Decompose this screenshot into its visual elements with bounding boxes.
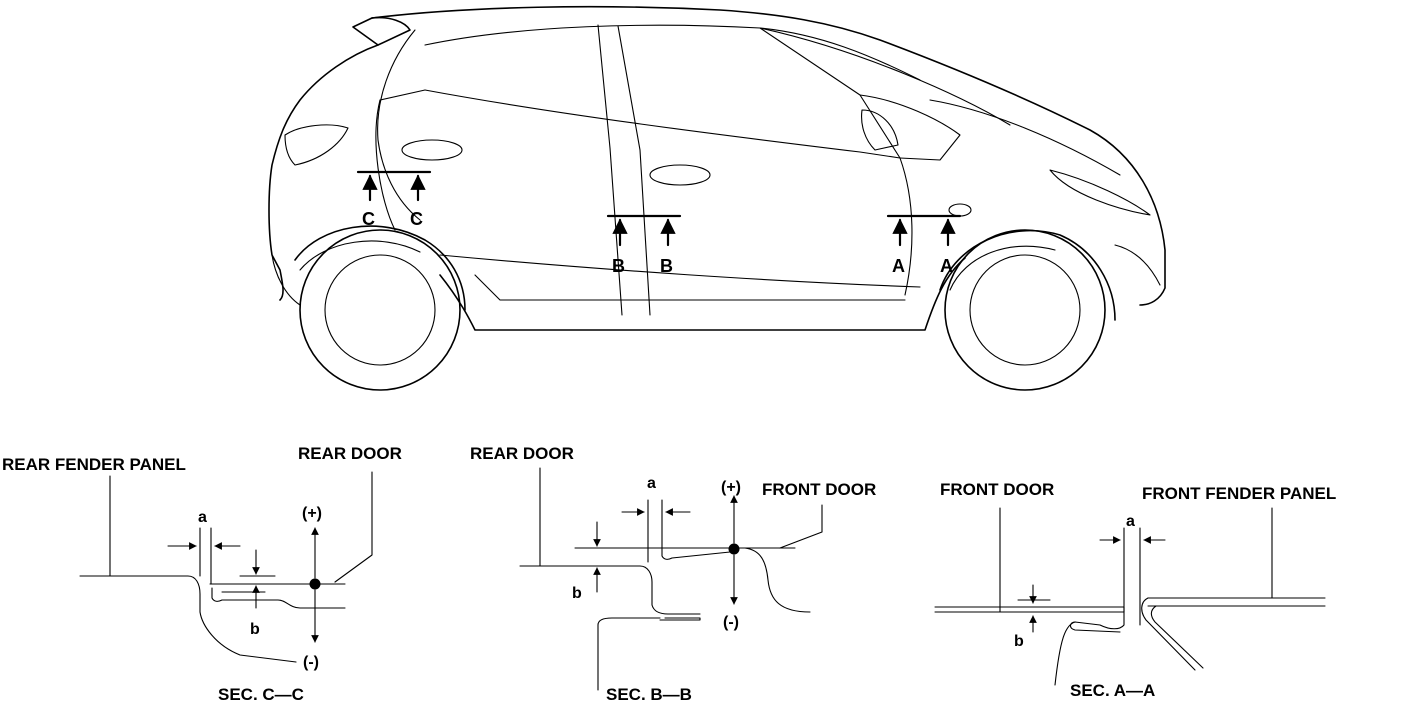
c-caption: SEC. C—C — [218, 685, 304, 704]
c-right-label: C — [410, 209, 423, 229]
a-left-label: A — [892, 256, 905, 276]
b-a-label: a — [647, 475, 656, 492]
b-caption: SEC. B—B — [606, 685, 692, 704]
c-plus-label: (+) — [302, 505, 322, 522]
b-b-label: b — [572, 585, 582, 602]
b-plus-label: (+) — [721, 479, 741, 496]
a-caption: SEC. A—A — [1070, 681, 1155, 700]
section-c-drawing — [79, 471, 373, 663]
c-minus-label: (-) — [303, 654, 319, 671]
section-marker-a — [886, 214, 962, 247]
b-rear-door-label: REAR DOOR — [470, 444, 574, 463]
c-a-label: a — [198, 509, 207, 526]
section-marker-c — [356, 170, 432, 202]
c-rear-fender-panel-label: REAR FENDER PANEL — [2, 455, 186, 474]
c-left-label: C — [362, 209, 375, 229]
b-minus-label: (-) — [723, 614, 739, 631]
section-a-drawing — [934, 507, 1326, 686]
a-front-fender-panel-label: FRONT FENDER PANEL — [1142, 484, 1336, 503]
a-b-label: b — [1014, 633, 1024, 650]
a-right-label: A — [940, 256, 953, 276]
b-right-label: B — [660, 256, 673, 276]
b-front-door-label: FRONT DOOR — [762, 480, 876, 499]
c-rear-door-label: REAR DOOR — [298, 444, 402, 463]
a-front-door-label: FRONT DOOR — [940, 480, 1054, 499]
a-a-label: a — [1126, 513, 1135, 530]
car-outline — [268, 5, 1166, 391]
section-marker-b — [606, 214, 682, 247]
c-b-label: b — [250, 621, 260, 638]
section-b-drawing — [519, 467, 823, 691]
b-left-label: B — [612, 256, 625, 276]
